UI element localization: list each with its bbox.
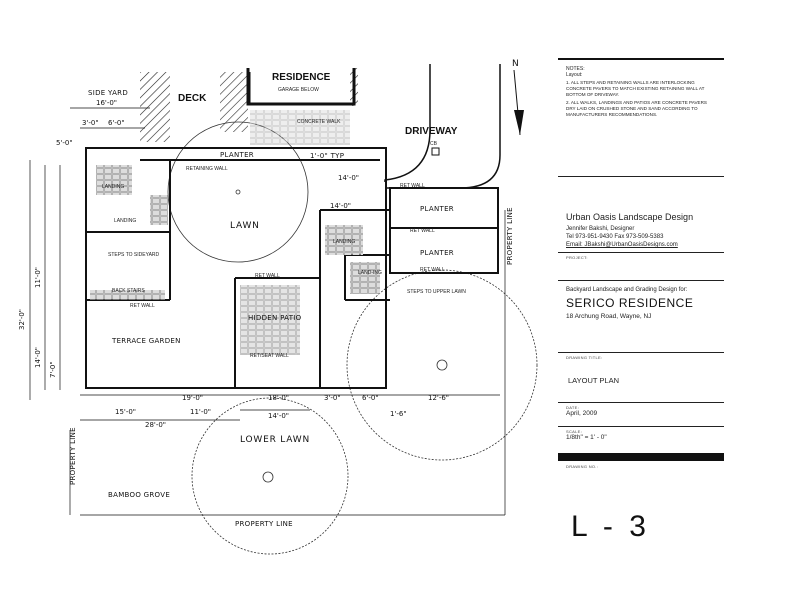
plan-labels: SIDE YARD DECK RESIDENCE GARAGE BELOW CO…: [69, 59, 520, 528]
lower-lawn-label: LOWER LAWN: [240, 435, 310, 445]
residence-label: RESIDENCE: [272, 72, 331, 83]
title-block-rule-2: [558, 252, 724, 253]
dim-5w: 5'-0": [56, 139, 73, 147]
date-caption: DATE:: [566, 405, 579, 410]
notes-title: NOTES:: [566, 66, 585, 72]
dim-14c: 14'-0": [268, 412, 289, 420]
project-lead-text: Backyard Landscape and Grading Design fo…: [566, 287, 688, 293]
hidden-patio-label: HIDDEN PATIO: [248, 314, 302, 322]
dim-6: 6'-0": [108, 119, 125, 127]
planter-label-2: PLANTER: [420, 205, 454, 213]
bamboo-grove-label: BAMBOO GROVE: [108, 491, 170, 499]
title-block-top-rule: [558, 58, 724, 60]
dim-12-6: 12'-6": [428, 394, 449, 402]
dim-28: 28'-0": [145, 421, 166, 429]
dim-11: 11'-0": [190, 408, 211, 416]
north-arrow: [513, 69, 524, 136]
landing-label-2: LANDING: [114, 218, 136, 224]
project-name: SERICO RESIDENCE: [566, 296, 694, 310]
landing-label-4: LAND-ING: [358, 270, 382, 276]
retaining-wall-label: RETAINING WALL: [186, 166, 228, 172]
planter-top-label: PLANTER: [220, 151, 254, 159]
paver-areas: [90, 110, 380, 355]
drawing-title: LAYOUT PLAN: [568, 376, 619, 385]
dim-6b: 6'-0": [362, 394, 379, 402]
steps-upper-lawn-label: STEPS TO UPPER LAWN: [407, 289, 466, 295]
title-block-rule-3: [558, 280, 724, 281]
landing-label-1: LANDING: [102, 184, 124, 190]
terrace-garden-label: TERRACE GARDEN: [111, 337, 181, 345]
ret-seat-wall-label: RET/SEAT WALL: [250, 353, 289, 359]
sheet-number: L - 3: [571, 510, 650, 543]
firm-name: Urban Oasis Landscape Design: [566, 212, 694, 222]
dim-18: 18'-0": [268, 394, 289, 402]
layout-walls: [85, 147, 499, 389]
typ-label: 1'-0" TYP: [310, 152, 344, 160]
dimension-lines: [29, 107, 506, 516]
steps-sideyard-label: STEPS TO SIDEYARD: [108, 252, 160, 258]
note-2: 2. ALL WALKS, LANDINGS AND PATIOS ARE CO…: [566, 100, 707, 117]
drawing-no-caption: DRAWING NO.:: [566, 464, 599, 469]
driveway-label: DRIVEWAY: [405, 126, 458, 137]
dim-14b: 14'-0": [338, 174, 359, 182]
property-line-right-label: PROPERTY LINE: [506, 207, 514, 265]
notes-subtitle: Layout:: [566, 72, 583, 78]
ret-wall-label-4: RET WALL: [410, 228, 435, 234]
cb-label: CB: [430, 141, 438, 147]
phone-fax: Tel 973-951-9430 Fax 973-509-5383: [566, 234, 664, 240]
drawing-title-caption: DRAWING TITLE:: [566, 355, 603, 360]
planter-label-3: PLANTER: [420, 249, 454, 257]
designer-name: Jennifer Bakshi, Designer: [566, 226, 635, 232]
title-block-rule-6: [558, 426, 724, 427]
email-link[interactable]: Email: JBakshi@UrbanOasisDesigns.com: [566, 242, 678, 248]
date-value: April, 2009: [566, 410, 598, 417]
back-stairs-label: BACK STAIRS: [112, 288, 145, 294]
tree-canopies: [167, 121, 538, 555]
scale-caption: SCALE:: [566, 429, 583, 434]
title-block-black-bar: [558, 453, 724, 461]
dim-19: 19'-0": [182, 394, 203, 402]
ret-wall-label-3: RET WALL: [400, 183, 425, 189]
garage-below-label: GARAGE BELOW: [278, 87, 319, 93]
property-line-left-label: PROPERTY LINE: [69, 427, 77, 485]
dim-14v: 14'-0": [34, 347, 42, 368]
dim-3: 3'-0": [82, 119, 99, 127]
dim-3b: 3'-0": [324, 394, 341, 402]
lawn-label: LAWN: [230, 221, 260, 231]
ret-wall-label-2: RET WALL: [255, 273, 280, 279]
title-block-rule-1: [558, 176, 724, 177]
title-block-rule-5: [558, 402, 724, 403]
dim-1-6: 1'-6": [390, 410, 407, 418]
dim-7v: 7'-0": [49, 361, 57, 378]
ret-wall-label-5: RET WALL: [420, 267, 445, 273]
project-address: 18 Archung Road, Wayne, NJ: [566, 313, 652, 320]
title-block: NOTES: Layout: 1. ALL STEPS AND RETAININ…: [558, 54, 724, 574]
note-1: 1. ALL STEPS AND RETAINING WALLS ARE INT…: [566, 80, 705, 97]
dim-32: 32'-0": [18, 309, 26, 330]
deck-label: DECK: [178, 93, 207, 104]
title-block-rule-4: [558, 352, 724, 353]
concrete-walk-label: CONCRETE WALK: [297, 119, 341, 125]
dim-11v: 11'-0": [34, 267, 42, 288]
landing-label-3: LANDING: [333, 239, 355, 245]
project-caption: PROJECT:: [566, 255, 588, 260]
ret-wall-label-1: RET WALL: [130, 303, 155, 309]
property-line-bottom-label: PROPERTY LINE: [235, 520, 293, 528]
scale-value: 1/8th" = 1' - 0": [566, 434, 607, 441]
dimension-labels: 16'-0" 3'-0" 6'-0" 5'-0" 14'-0" 14'-0" 1…: [18, 99, 449, 429]
residence-outline: [246, 68, 356, 106]
north-label: N: [512, 59, 520, 69]
dim-16: 16'-0": [96, 99, 117, 107]
dim-14a: 14'-0": [330, 202, 351, 210]
dim-15: 15'-0": [115, 408, 136, 416]
catch-basin-symbol: [431, 147, 440, 156]
side-yard-label: SIDE YARD: [88, 89, 128, 97]
